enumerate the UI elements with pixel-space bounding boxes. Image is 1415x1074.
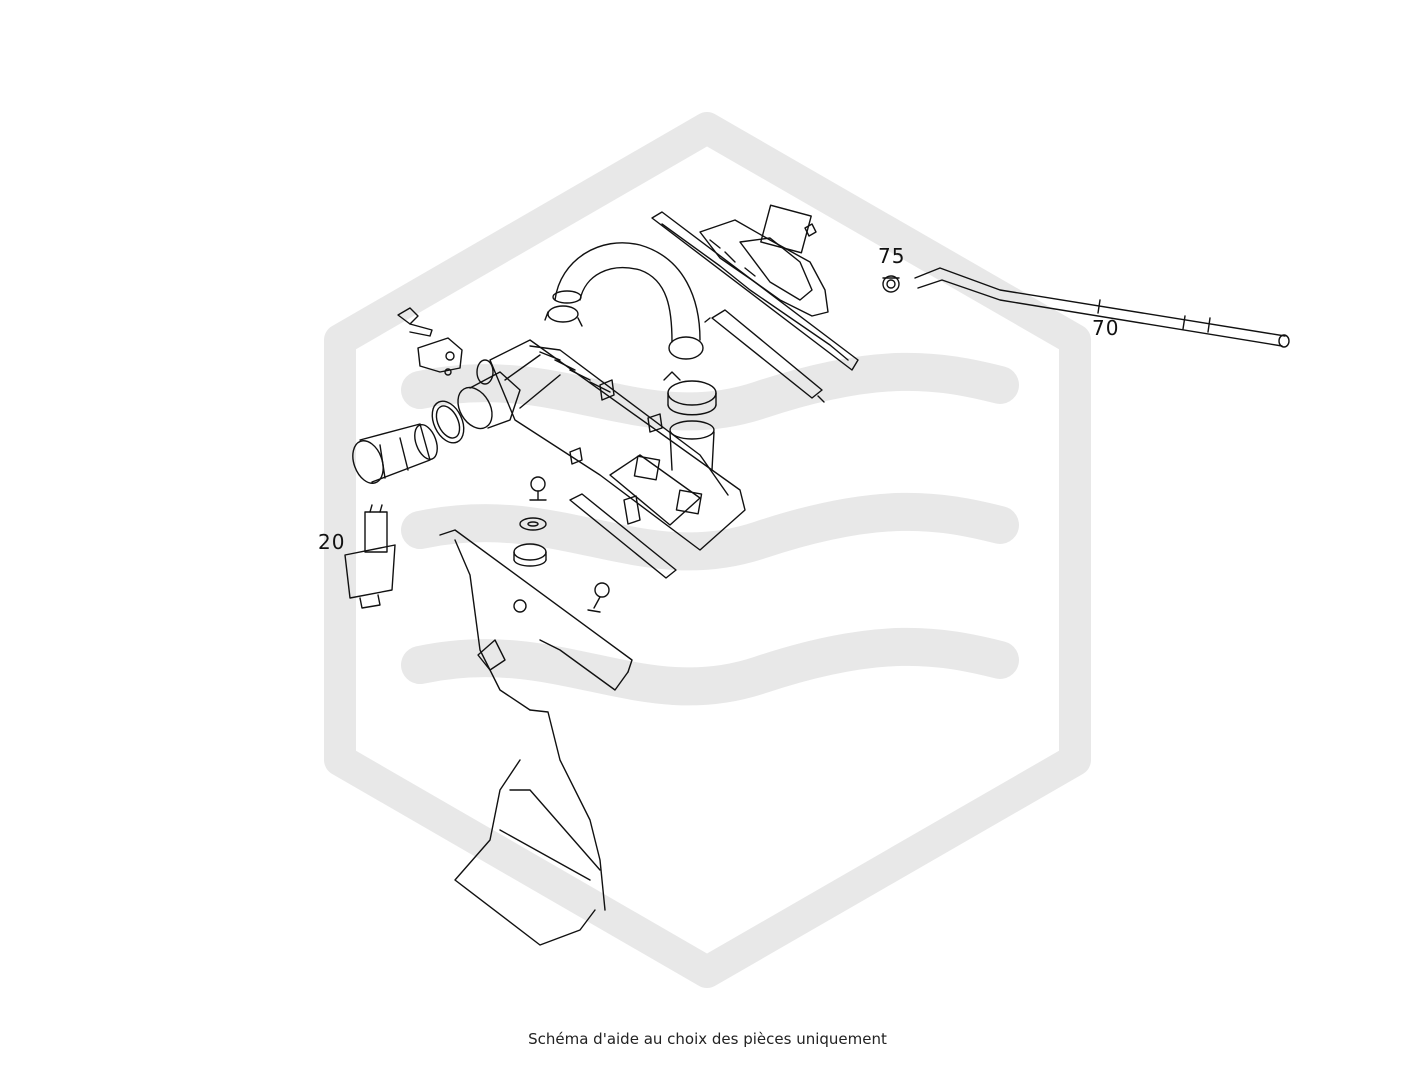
hose-clamp [663,371,717,416]
grommet [513,543,547,567]
upper-housing-tray [651,204,859,371]
callout-70: 70 [1092,316,1120,340]
tube-part-70 [914,267,1290,348]
filter-strip-lower [569,493,677,579]
washer [519,517,547,531]
o-ring [431,400,465,444]
heat-exchanger-body [489,339,746,551]
inlet-elbow [457,359,521,430]
bracket [417,337,463,376]
screw [529,476,547,501]
vertical-pipe [623,420,715,525]
bent-hose [544,242,704,360]
sensor-part-20 [344,504,396,609]
screw-lower [587,582,610,613]
lower-duct [439,529,633,946]
callout-75: 75 [878,244,906,268]
filter-strip-upper [704,309,825,403]
callout-20: 20 [318,530,346,554]
clip-part-75 [882,275,900,293]
bolt [397,307,433,337]
sleeve [352,423,438,484]
diagram-caption: Schéma d'aide au choix des pièces unique… [528,1030,887,1048]
watermark-logo-icon [324,112,1091,988]
